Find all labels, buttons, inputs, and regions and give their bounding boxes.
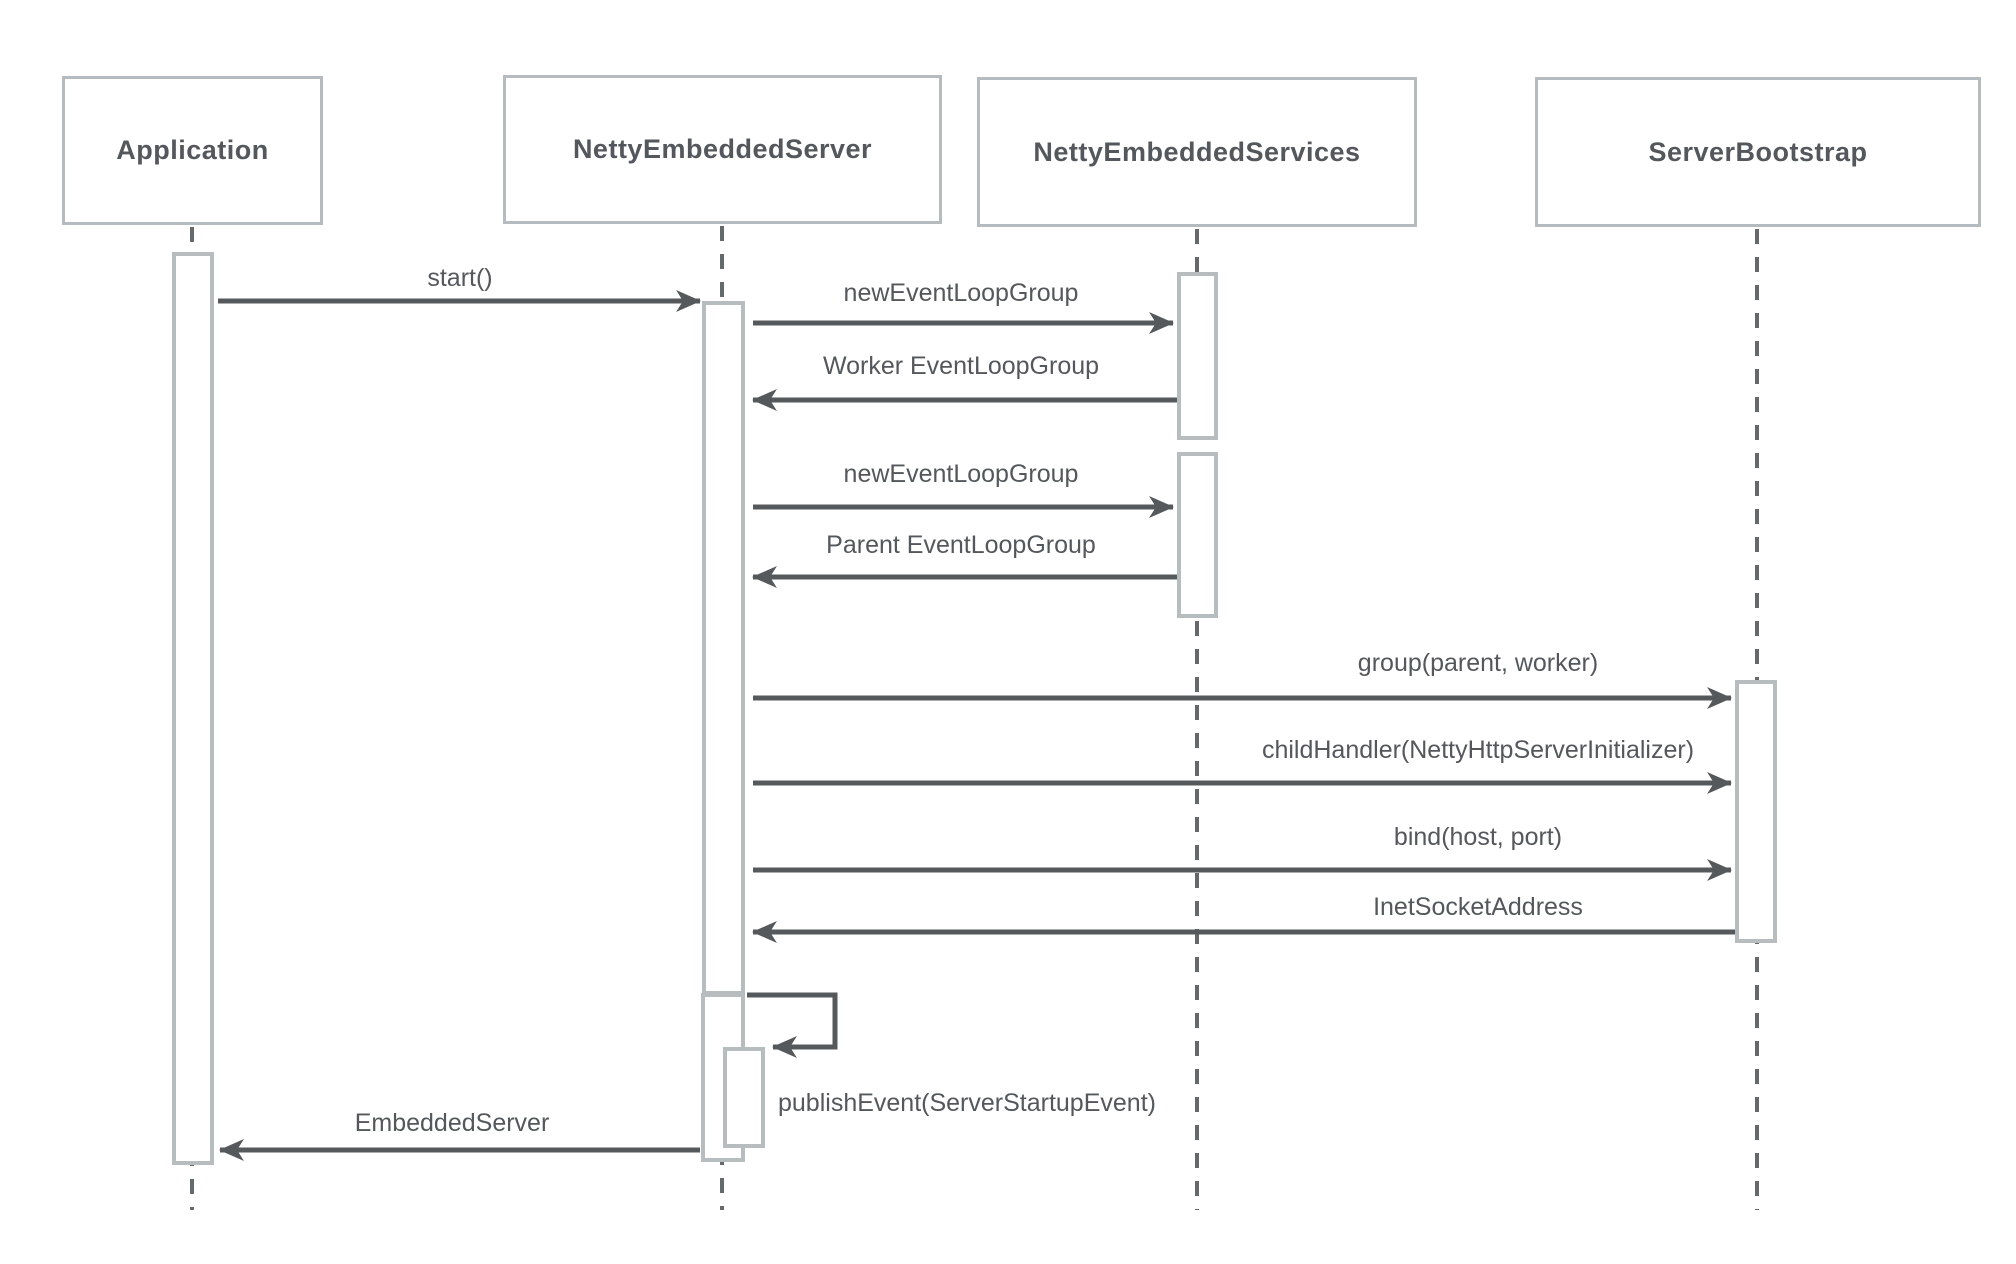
message-label-bind: bind(host, port) <box>1393 823 1563 851</box>
message-label-publishevent: publishEvent(ServerStartupEvent) <box>778 1089 1156 1117</box>
message-label-worker-eventloopgroup: Worker EventLoopGroup <box>822 352 1100 380</box>
message-label-embeddedserver: EmbeddedServer <box>354 1109 550 1137</box>
activation-bar-server-main <box>702 301 745 995</box>
activation-bar-serverbootstrap <box>1735 680 1777 943</box>
activation-bar-services-2 <box>1177 452 1218 618</box>
participant-box-nettyembeddedserver: NettyEmbeddedServer <box>503 75 942 224</box>
participant-box-serverbootstrap: ServerBootstrap <box>1535 77 1981 227</box>
message-label-childhandler: childHandler(NettyHttpServerInitializer) <box>1261 736 1695 764</box>
message-label-group: group(parent, worker) <box>1357 649 1599 677</box>
activation-bar-application <box>172 252 214 1165</box>
activation-bar-server-publish <box>723 1047 765 1148</box>
message-label-neweventloopgroup-1: newEventLoopGroup <box>843 279 1079 307</box>
message-label-neweventloopgroup-2: newEventLoopGroup <box>843 460 1079 488</box>
message-label-parent-eventloopgroup: Parent EventLoopGroup <box>826 531 1096 559</box>
activation-bar-services-1 <box>1177 272 1218 440</box>
message-label-inetsocketaddress: InetSocketAddress <box>1373 893 1583 921</box>
participant-box-application: Application <box>62 76 323 225</box>
arrow-self-publishevent <box>747 992 838 1058</box>
message-label-start: start() <box>427 264 493 292</box>
participant-box-nettyembeddedservices: NettyEmbeddedServices <box>977 77 1417 227</box>
